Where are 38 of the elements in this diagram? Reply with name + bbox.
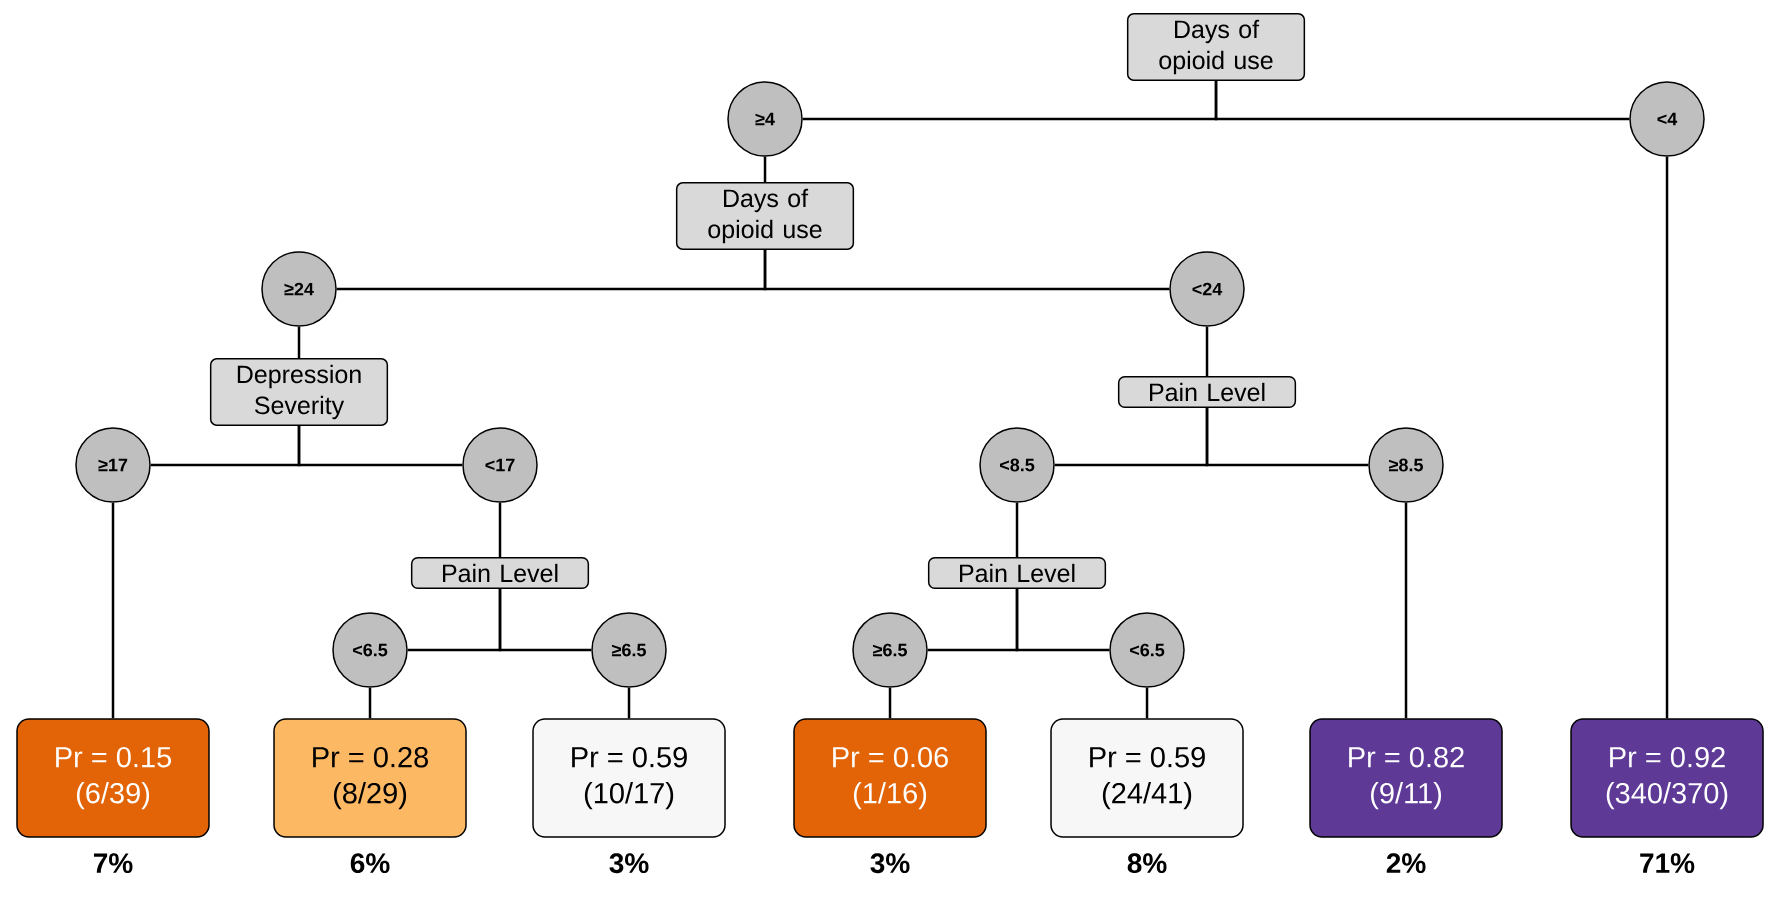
connector-line <box>763 249 1170 291</box>
connector-line <box>498 588 592 652</box>
connector-line <box>111 502 115 719</box>
share-label: 3% <box>870 853 910 874</box>
split-box: Depression Severity <box>209 358 389 426</box>
connector-line <box>498 502 502 558</box>
connector-line <box>1214 80 1630 121</box>
outcome-box: Pr = 0.06 (1/16) <box>793 718 987 838</box>
share-label: 7% <box>94 853 133 873</box>
share-label: 2% <box>1386 853 1426 874</box>
outcome-box: Pr = 0.28 (8/29) <box>273 718 467 838</box>
outcome-box: Pr = 0.59 (24/41) <box>1050 718 1244 838</box>
split-box: Days of opioid use <box>1126 13 1306 81</box>
connector-line <box>763 156 767 183</box>
share-label: 3% <box>609 853 649 874</box>
share-label: 71% <box>1640 853 1695 873</box>
connector-line <box>1145 687 1149 719</box>
split-box: Days of opioid use <box>675 182 855 250</box>
split-box: Pain Level <box>410 557 590 589</box>
outcome-box: Pr = 0.82 (9/11) <box>1309 718 1503 838</box>
connector-line <box>627 687 631 719</box>
outcome-box: Pr = 0.59 (10/17) <box>532 718 726 838</box>
share-label: 8% <box>1127 853 1167 874</box>
connector-line <box>1205 326 1209 377</box>
outcome-box: Pr = 0.15 (6/39) <box>16 718 210 838</box>
connector-line <box>1015 502 1019 558</box>
connector-line <box>888 687 892 719</box>
connector-line <box>1205 407 1369 467</box>
connector-line <box>297 326 301 359</box>
connector-line <box>1015 588 1110 652</box>
connector-line <box>1404 502 1408 719</box>
connector-line <box>297 425 463 467</box>
split-box: Pain Level <box>1117 376 1297 408</box>
split-box: Pain Level <box>927 557 1107 589</box>
outcome-box: Pr = 0.92 (340/370) <box>1570 718 1764 838</box>
share-label: 6% <box>350 853 390 874</box>
connector-line <box>368 687 372 719</box>
connector-line <box>1665 156 1669 719</box>
